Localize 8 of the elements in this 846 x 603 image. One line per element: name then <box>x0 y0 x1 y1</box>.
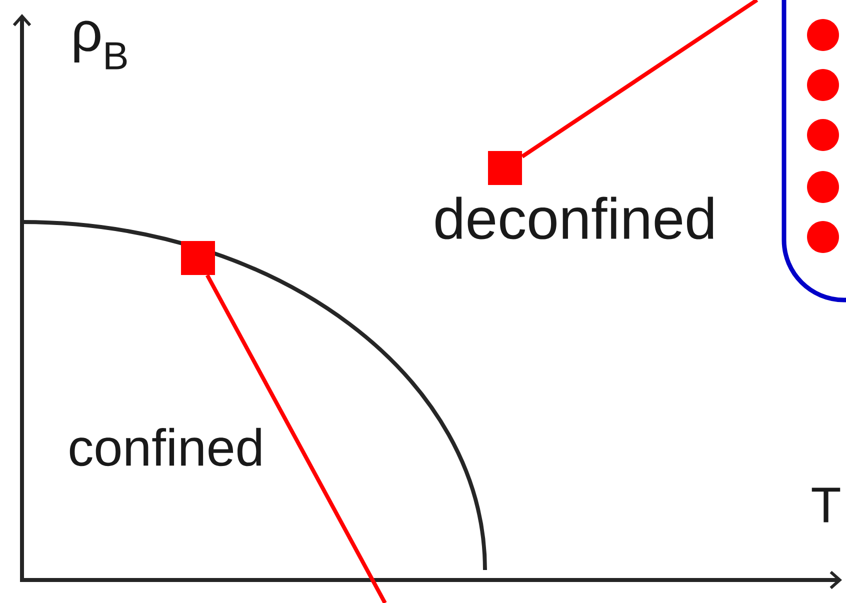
leader-line <box>521 0 758 158</box>
region-label: confined <box>70 428 261 466</box>
marker-square <box>181 241 215 275</box>
leader-line <box>206 274 387 603</box>
marker-square <box>488 151 522 185</box>
region-label: deconfined <box>436 196 714 240</box>
axis-label: T <box>812 488 840 522</box>
axis-label: ρ$_{B}$ <box>74 20 127 70</box>
